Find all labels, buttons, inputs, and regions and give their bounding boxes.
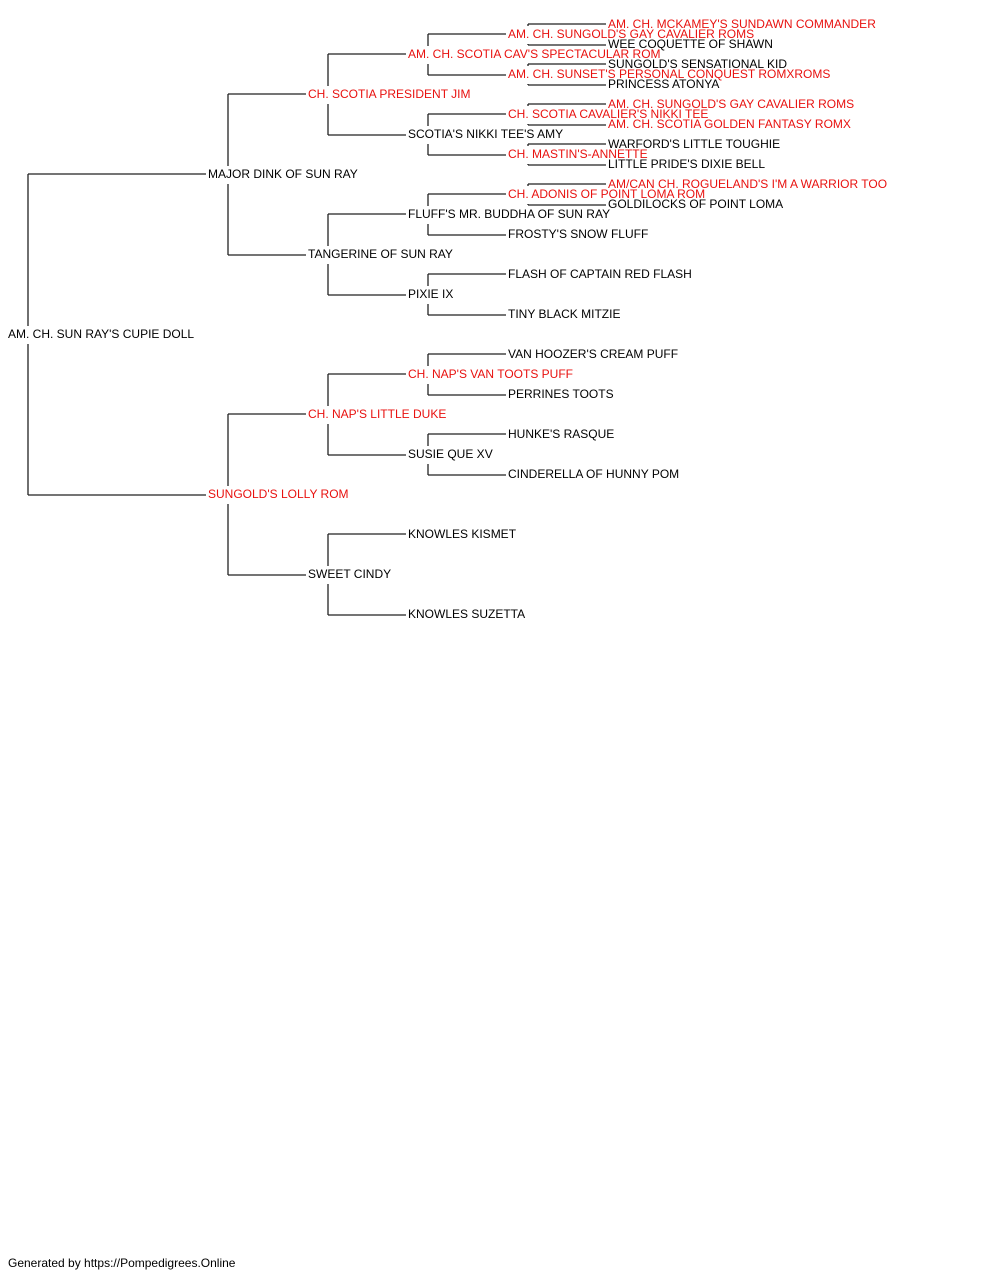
dog-name: SUNGOLD'S SENSATIONAL KID [608,57,787,71]
dog-name: SCOTIA'S NIKKI TEE'S AMY [408,127,563,141]
dog-name: HUNKE'S RASQUE [508,427,614,441]
dog-name: MAJOR DINK OF SUN RAY [208,167,358,181]
dog-name: AM. CH. SCOTIA CAV'S SPECTACULAR ROM [408,47,661,61]
dog-name: LITTLE PRIDE'S DIXIE BELL [608,157,765,171]
dog-name: AM. CH. SUNSET'S PERSONAL CONQUEST ROMXR… [508,67,830,81]
dog-name: SUNGOLD'S LOLLY ROM [208,487,349,501]
dog-name: CH. ADONIS OF POINT LOMA ROM [508,187,705,201]
dog-name: GOLDILOCKS OF POINT LOMA [608,197,783,211]
footer-credit: Generated by https://Pompedigrees.Online [8,1256,236,1270]
dog-name: AM. CH. SUNGOLD'S GAY CAVALIER ROMS [608,97,854,111]
dog-name: AM. CH. SCOTIA GOLDEN FANTASY ROMX [608,117,851,131]
dog-name: WEE COQUETTE OF SHAWN [608,37,773,51]
dog-name: PRINCESS ATONYA [608,77,719,91]
dog-name: WARFORD'S LITTLE TOUGHIE [608,137,780,151]
dog-name: KNOWLES KISMET [408,527,517,541]
dog-name: FLUFF'S MR. BUDDHA OF SUN RAY [408,207,610,221]
dog-name: PERRINES TOOTS [508,387,614,401]
dog-name: SWEET CINDY [308,567,391,581]
dog-name: CH. SCOTIA CAVALIER'S NIKKI TEE [508,107,708,121]
dog-name: AM/CAN CH. ROGUELAND'S I'M A WARRIOR TOO [608,177,887,191]
dog-name: CH. SCOTIA PRESIDENT JIM [308,87,470,101]
dog-name: CH. MASTIN'S-ANNETTE [508,147,648,161]
dog-name: FLASH OF CAPTAIN RED FLASH [508,267,692,281]
dog-name: TANGERINE OF SUN RAY [308,247,453,261]
dog-name: VAN HOOZER'S CREAM PUFF [508,347,678,361]
dog-name: AM. CH. SUN RAY'S CUPIE DOLL [8,327,194,341]
dog-name: CINDERELLA OF HUNNY POM [508,467,679,481]
dog-name: SUSIE QUE XV [408,447,493,461]
dog-name: AM. CH. MCKAMEY'S SUNDAWN COMMANDER [608,17,876,31]
dog-name: KNOWLES SUZETTA [408,607,525,621]
dog-name: TINY BLACK MITZIE [508,307,620,321]
dog-name: FROSTY'S SNOW FLUFF [508,227,648,241]
dog-name: CH. NAP'S LITTLE DUKE [308,407,446,421]
dog-name: AM. CH. SUNGOLD'S GAY CAVALIER ROMS [508,27,754,41]
dog-name: PIXIE IX [408,287,453,301]
dog-name: CH. NAP'S VAN TOOTS PUFF [408,367,573,381]
